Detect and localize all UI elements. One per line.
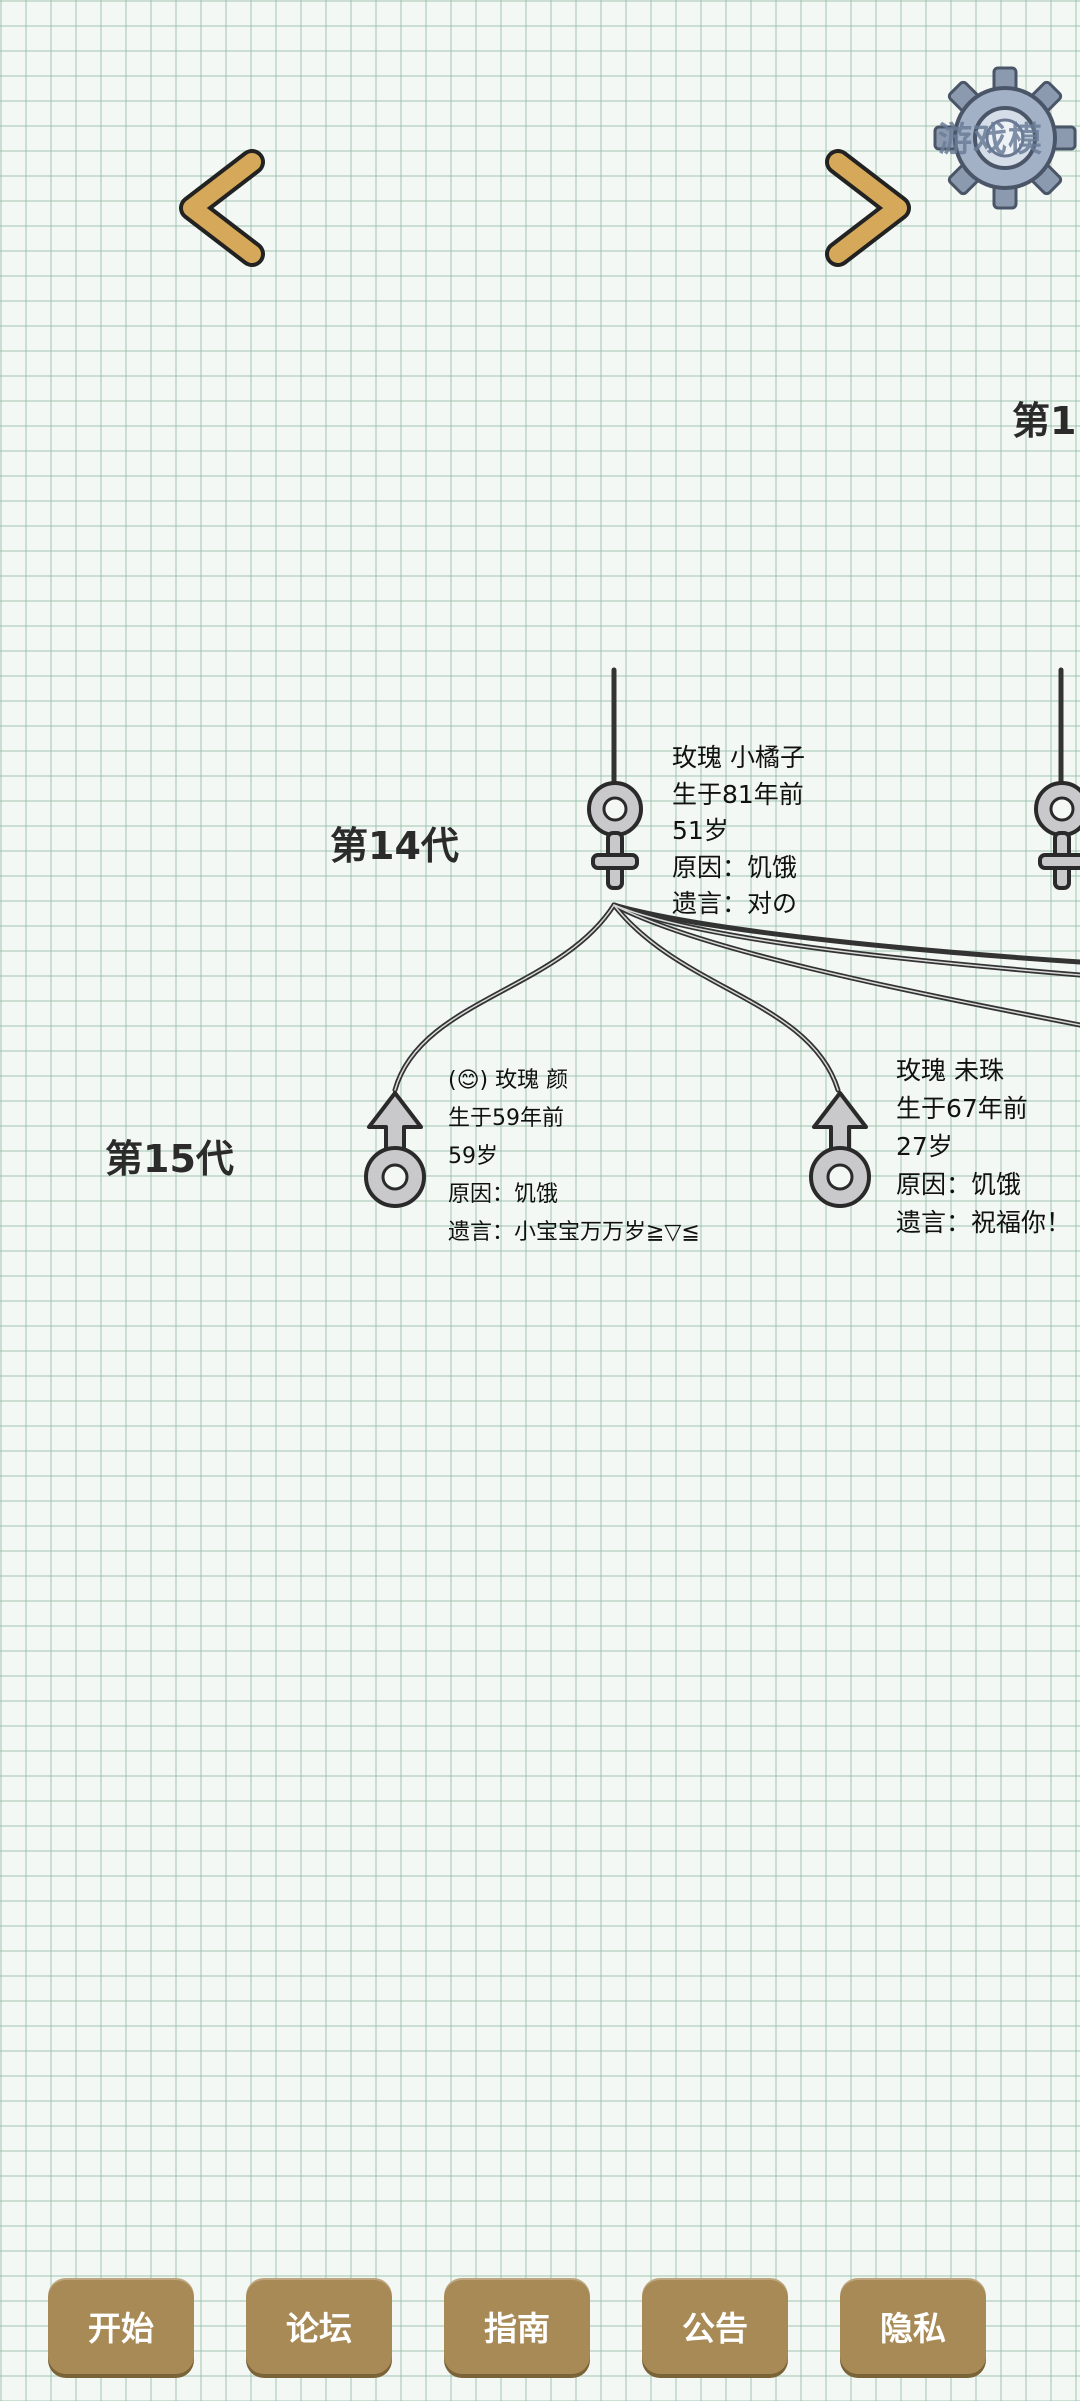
person-age: 27岁 (896, 1132, 953, 1161)
person-name: (😊) 玫瑰 颜 (448, 1068, 569, 1093)
gear-icon (933, 66, 1077, 210)
child1-info: (😊) 玫瑰 颜 生于59年前 59岁 原因：饥饿 遗言：小宝宝万万岁≧▽≦ (448, 1062, 700, 1252)
person-name: 玫瑰 未珠 (896, 1056, 1004, 1085)
person-born: 生于67年前 (896, 1094, 1028, 1123)
settings-overlay-text: 游戏模 (938, 120, 1043, 160)
next-arrow-button[interactable] (810, 148, 920, 268)
person-born: 生于81年前 (672, 779, 804, 809)
privacy-button[interactable]: 隐私 (840, 2278, 986, 2374)
prev-arrow-button[interactable] (170, 148, 280, 268)
female-symbol-icon (587, 781, 643, 890)
child-node-1[interactable] (355, 1085, 435, 1215)
person-age: 51岁 (672, 816, 729, 845)
partial-node-right[interactable] (1022, 775, 1080, 905)
family-tree-lines (392, 667, 1080, 1093)
forum-button[interactable]: 论坛 (246, 2278, 392, 2374)
person-cause: 原因：饥饿 (672, 852, 798, 882)
person-last-words: 遗言：祝福你！ (896, 1208, 1072, 1237)
person-age: 59岁 (448, 1144, 498, 1169)
chevron-left-icon (179, 149, 265, 267)
start-button[interactable]: 开始 (48, 2278, 194, 2374)
person-last-words: 遗言：小宝宝万万岁≧▽≦ (448, 1220, 700, 1245)
parent-node[interactable] (575, 775, 655, 905)
male-symbol-icon (809, 1091, 871, 1208)
chevron-right-icon (825, 149, 911, 267)
generation-label-14: 第14代 (330, 824, 459, 868)
female-symbol-icon (1034, 781, 1080, 890)
parent-info: 玫瑰 小橘子 生于81年前 51岁 原因：饥饿 遗言：对の (672, 740, 805, 923)
announcement-button[interactable]: 公告 (642, 2278, 788, 2374)
child2-info: 玫瑰 未珠 生于67年前 27岁 原因：饥饿 遗言：祝福你！ (896, 1052, 1071, 1242)
person-born: 生于59年前 (448, 1106, 564, 1131)
generation-label-partial: 第1 (1012, 399, 1077, 443)
bottom-button-bar: 开始 论坛 指南 公告 隐私 (0, 2270, 1080, 2380)
male-symbol-icon (364, 1091, 426, 1208)
generation-label-15: 第15代 (105, 1137, 234, 1181)
person-last-words: 遗言：对の (672, 889, 798, 918)
child-node-2[interactable] (800, 1085, 880, 1215)
guide-button[interactable]: 指南 (444, 2278, 590, 2374)
person-cause: 原因：饥饿 (448, 1182, 559, 1207)
settings-button[interactable] (930, 65, 1080, 210)
person-cause: 原因：饥饿 (896, 1170, 1022, 1199)
person-name: 玫瑰 小橘子 (672, 743, 805, 772)
